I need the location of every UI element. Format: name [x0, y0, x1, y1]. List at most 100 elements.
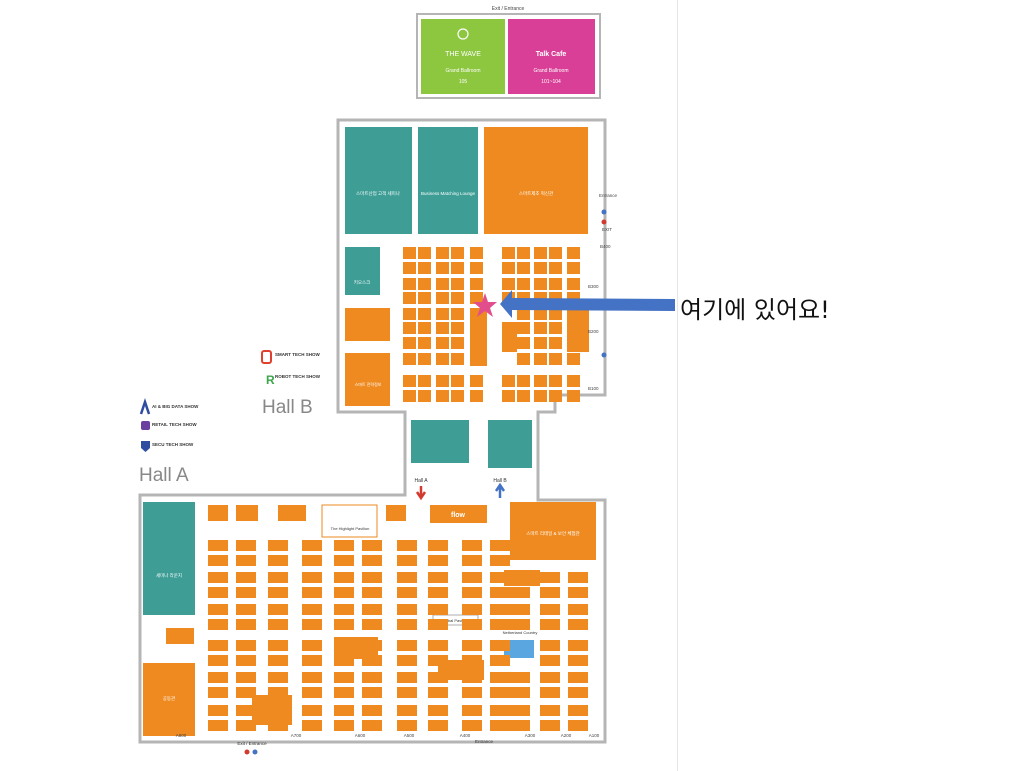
booth-a-110[interactable] — [236, 687, 256, 698]
booth-a-81[interactable] — [490, 640, 510, 651]
seminar-lounge-a[interactable] — [143, 502, 195, 615]
booth-b-50[interactable] — [436, 322, 449, 334]
booth-b-67[interactable] — [451, 353, 464, 365]
booth-a-1[interactable] — [236, 540, 256, 551]
booth-b-69[interactable] — [534, 353, 547, 365]
booth-b-14[interactable] — [470, 262, 483, 274]
booth-a-140[interactable] — [362, 720, 382, 731]
booth-a-78[interactable] — [397, 640, 417, 651]
booth-a-50[interactable] — [334, 604, 354, 615]
booth-b-64[interactable] — [403, 353, 416, 365]
booth-b-42[interactable] — [436, 308, 449, 320]
booth-b-88[interactable] — [517, 390, 530, 402]
booth-a-96[interactable] — [208, 672, 228, 683]
booth-b-62[interactable] — [549, 337, 562, 349]
booth-a-69[interactable] — [510, 619, 530, 630]
booth-b-9[interactable] — [567, 247, 580, 259]
booth-a-51[interactable] — [362, 604, 382, 615]
booth-b-19[interactable] — [567, 262, 580, 274]
booth-a-14[interactable] — [334, 555, 354, 566]
booth-a-11[interactable] — [236, 555, 256, 566]
booth-a-116[interactable] — [428, 687, 448, 698]
booth-a-big-2[interactable] — [278, 505, 306, 521]
booth-a-34[interactable] — [236, 587, 256, 598]
booth-b-left1[interactable] — [345, 308, 390, 341]
booth-a-15[interactable] — [362, 555, 382, 566]
booth-a-134[interactable] — [568, 705, 588, 716]
booth-a-58[interactable] — [568, 604, 588, 615]
booth-b-54[interactable] — [549, 322, 562, 334]
booth-a-10[interactable] — [208, 555, 228, 566]
booth-a-114[interactable] — [362, 687, 382, 698]
booth-b-24[interactable] — [470, 278, 483, 290]
booth-a-66[interactable] — [428, 619, 448, 630]
booth-a-48[interactable] — [268, 604, 288, 615]
booth-a-67[interactable] — [462, 619, 482, 630]
booth-a-big-6[interactable] — [334, 637, 378, 659]
booth-b-53[interactable] — [534, 322, 547, 334]
booth-a-41[interactable] — [462, 587, 482, 598]
booth-a-87[interactable] — [302, 655, 322, 666]
booth-b-49[interactable] — [418, 322, 431, 334]
booth-a-29[interactable] — [490, 572, 510, 583]
booth-a-8[interactable] — [462, 540, 482, 551]
booth-a-113[interactable] — [334, 687, 354, 698]
booth-a-107[interactable] — [540, 672, 560, 683]
booth-b-26[interactable] — [517, 278, 530, 290]
booth-b-wide-1[interactable] — [567, 308, 589, 352]
booth-a-129[interactable] — [428, 705, 448, 716]
booth-a-123[interactable] — [236, 705, 256, 716]
booth-a-big-3[interactable] — [386, 505, 406, 521]
booth-a-138[interactable] — [302, 720, 322, 731]
booth-a-120[interactable] — [540, 687, 560, 698]
booth-a-118[interactable] — [490, 687, 510, 698]
booth-a-3[interactable] — [302, 540, 322, 551]
booth-a-big-0[interactable] — [208, 505, 228, 521]
booth-b-29[interactable] — [567, 278, 580, 290]
booth-a-132[interactable] — [510, 705, 530, 716]
talk-cafe-room[interactable] — [508, 19, 595, 94]
booth-b-12[interactable] — [436, 262, 449, 274]
the-wave-room[interactable] — [421, 19, 505, 94]
booth-a-13[interactable] — [302, 555, 322, 566]
booth-a-9[interactable] — [490, 540, 510, 551]
booth-b-84[interactable] — [436, 390, 449, 402]
booth-b-87[interactable] — [502, 390, 515, 402]
booth-a-109[interactable] — [208, 687, 228, 698]
booth-a-97[interactable] — [236, 672, 256, 683]
booth-a-20[interactable] — [208, 572, 228, 583]
booth-a-big-5[interactable] — [252, 695, 292, 725]
booth-a-18[interactable] — [462, 555, 482, 566]
booth-a-101[interactable] — [362, 672, 382, 683]
booth-b-6[interactable] — [517, 247, 530, 259]
booth-a-90[interactable] — [397, 655, 417, 666]
booth-a-big-7[interactable] — [438, 660, 484, 680]
booth-a-0[interactable] — [208, 540, 228, 551]
booth-a-53[interactable] — [428, 604, 448, 615]
booth-a-139[interactable] — [334, 720, 354, 731]
booth-a-23[interactable] — [302, 572, 322, 583]
booth-b-65[interactable] — [418, 353, 431, 365]
booth-a-61[interactable] — [268, 619, 288, 630]
booth-a-141[interactable] — [397, 720, 417, 731]
booth-a-38[interactable] — [362, 587, 382, 598]
booth-b-17[interactable] — [534, 262, 547, 274]
booth-a-84[interactable] — [208, 655, 228, 666]
booth-b-40[interactable] — [403, 308, 416, 320]
booth-a-55[interactable] — [490, 604, 510, 615]
booth-b-86[interactable] — [470, 390, 483, 402]
booth-a-39[interactable] — [397, 587, 417, 598]
booth-b-13[interactable] — [451, 262, 464, 274]
booth-a-147[interactable] — [568, 720, 588, 731]
booth-b-10[interactable] — [403, 262, 416, 274]
booth-a-73[interactable] — [236, 640, 256, 651]
booth-a-36[interactable] — [302, 587, 322, 598]
booth-a-big-1[interactable] — [236, 505, 258, 521]
booth-a-111[interactable] — [268, 687, 288, 698]
booth-a-75[interactable] — [302, 640, 322, 651]
joint-pavilion-a[interactable] — [143, 663, 195, 736]
booth-a-45[interactable] — [568, 587, 588, 598]
booth-a-145[interactable] — [510, 720, 530, 731]
booth-a-94[interactable] — [540, 655, 560, 666]
booth-a-119[interactable] — [510, 687, 530, 698]
